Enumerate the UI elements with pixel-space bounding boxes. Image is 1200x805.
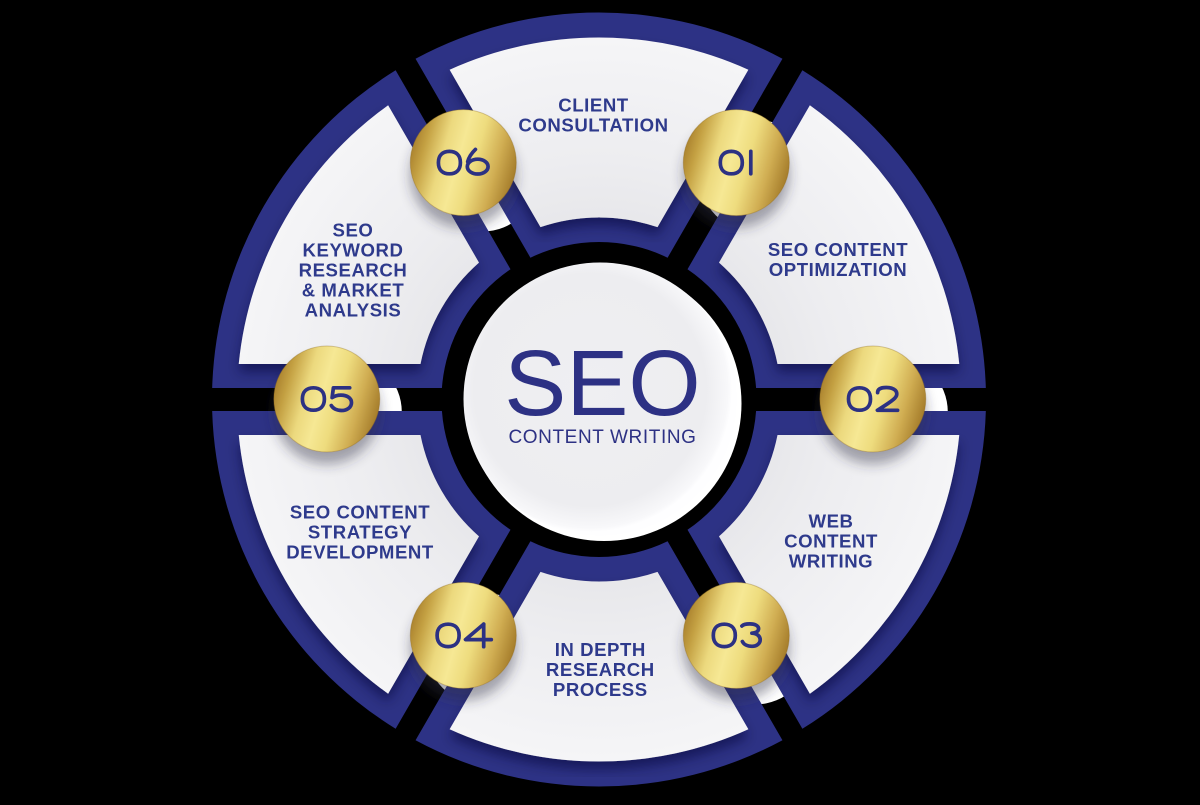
svg-text:SEO CONTENT: SEO CONTENT bbox=[290, 502, 430, 523]
svg-text:WRITING: WRITING bbox=[789, 551, 873, 572]
svg-text:ANALYSIS: ANALYSIS bbox=[305, 299, 402, 320]
svg-text:CONTENT: CONTENT bbox=[784, 531, 878, 552]
svg-text:SEO: SEO bbox=[504, 331, 700, 435]
svg-text:CLIENT: CLIENT bbox=[558, 95, 629, 116]
svg-text:OPTIMIZATION: OPTIMIZATION bbox=[769, 259, 907, 280]
svg-text:KEYWORD: KEYWORD bbox=[303, 239, 404, 260]
svg-text:STRATEGY: STRATEGY bbox=[308, 522, 412, 543]
svg-text:DEVELOPMENT: DEVELOPMENT bbox=[286, 542, 434, 563]
svg-text:WEB: WEB bbox=[808, 511, 853, 532]
svg-text:PROCESS: PROCESS bbox=[553, 679, 648, 700]
svg-text:SEO: SEO bbox=[333, 219, 374, 240]
svg-text:SEO CONTENT: SEO CONTENT bbox=[768, 239, 908, 260]
svg-text:& MARKET: & MARKET bbox=[302, 279, 405, 300]
svg-text:CONSULTATION: CONSULTATION bbox=[518, 115, 668, 136]
svg-text:CONTENT WRITING: CONTENT WRITING bbox=[508, 427, 696, 448]
svg-text:IN DEPTH: IN DEPTH bbox=[555, 639, 646, 660]
svg-text:RESEARCH: RESEARCH bbox=[546, 659, 655, 680]
svg-text:RESEARCH: RESEARCH bbox=[299, 259, 408, 280]
